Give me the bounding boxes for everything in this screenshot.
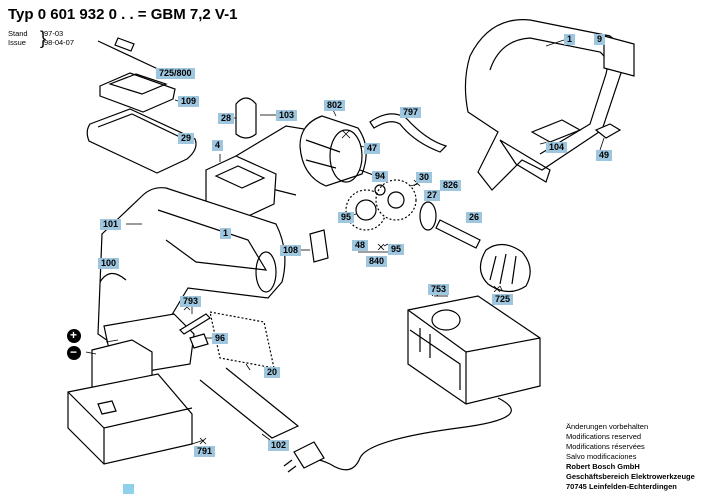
- positive-symbol-icon: [67, 329, 81, 343]
- part-label-49: 49: [596, 150, 613, 161]
- footer-line: Änderungen vorbehalten: [566, 422, 649, 431]
- company-division: Geschäftsbereich Elektrowerkzeuge: [566, 472, 695, 481]
- plug-part: [293, 441, 325, 469]
- footer-line: Salvo modificaciones: [566, 452, 637, 461]
- spindle-part: [435, 219, 481, 249]
- issue-value: 98-04-07: [44, 38, 75, 47]
- marker-square: [123, 484, 134, 494]
- part-label-104: 104: [546, 142, 568, 153]
- cord-part: [99, 272, 127, 283]
- part-label-725-800: 725/800: [156, 68, 195, 79]
- part-label-826: 826: [440, 180, 462, 191]
- negative-symbol-icon: [67, 346, 81, 360]
- part-label-108: 108: [280, 245, 302, 256]
- part-label-1-top: 1: [564, 34, 576, 45]
- part-label-95-bottom: 95: [388, 244, 405, 255]
- gear-set-part: [345, 179, 417, 231]
- negative-symbol: −: [70, 345, 78, 359]
- part-label-753: 753: [428, 284, 450, 295]
- part-label-26: 26: [466, 212, 483, 223]
- charger-cable: [301, 397, 512, 471]
- wire-part: [199, 367, 300, 439]
- part-label-793: 793: [180, 296, 202, 307]
- part-label-4: 4: [212, 140, 224, 151]
- label-part: [603, 35, 635, 77]
- filter-part: [309, 229, 329, 263]
- part-label-109: 109: [178, 96, 200, 107]
- part-label-725: 725: [492, 294, 514, 305]
- part-label-29: 29: [178, 133, 195, 144]
- part-label-20: 20: [264, 367, 281, 378]
- part-label-9: 9: [594, 34, 606, 45]
- cover-part: [86, 108, 197, 174]
- company-name: Robert Bosch GmbH: [566, 462, 640, 471]
- part-label-95-top: 95: [338, 212, 355, 223]
- stand-value: 97-03: [44, 29, 64, 38]
- part-label-30: 30: [416, 172, 433, 183]
- small-switch-part: [189, 333, 209, 349]
- part-label-94: 94: [372, 171, 389, 182]
- part-label-791: 791: [194, 446, 216, 457]
- bearing-part: [419, 201, 437, 231]
- housing-half-part: [464, 19, 623, 191]
- company-address: 70745 Leinfelden-Echterdingen: [566, 482, 677, 491]
- issue-label: Issue: [8, 38, 26, 47]
- screw-part: [97, 37, 161, 71]
- part-label-802: 802: [324, 100, 346, 111]
- brush-holder-part: [235, 97, 257, 139]
- clip-part: [594, 123, 622, 139]
- part-label-47: 47: [364, 143, 381, 154]
- slider-part: [530, 119, 582, 143]
- part-label-28: 28: [218, 113, 235, 124]
- part-label-96: 96: [212, 333, 229, 344]
- part-label-1-bottom: 1: [220, 228, 232, 239]
- part-label-27: 27: [424, 190, 441, 201]
- brace-glyph: }: [40, 28, 47, 48]
- charger-part: [407, 295, 541, 405]
- footer-line: Modifications reserved: [566, 432, 642, 441]
- stand-label: Stand: [8, 29, 28, 38]
- positive-symbol: +: [70, 328, 78, 342]
- lever-part: [179, 313, 211, 335]
- revision-info: Stand 97-03 Issue 98-04-07: [8, 29, 74, 47]
- chuck-part: [479, 243, 531, 293]
- part-label-48: 48: [352, 240, 369, 251]
- footer-line: Modifications réservées: [566, 442, 645, 451]
- part-label-100: 100: [98, 258, 120, 269]
- part-label-840: 840: [366, 256, 388, 267]
- battery-pack-part: [67, 339, 193, 465]
- footer-notice: Änderungen vorbehalten Modifications res…: [566, 422, 695, 492]
- part-label-103: 103: [276, 110, 298, 121]
- strap-part: [369, 113, 448, 153]
- part-label-102: 102: [268, 440, 290, 451]
- part-label-797: 797: [400, 107, 422, 118]
- page-title: Typ 0 601 932 0 . . = GBM 7,2 V-1: [8, 6, 238, 23]
- part-label-101: 101: [100, 219, 122, 230]
